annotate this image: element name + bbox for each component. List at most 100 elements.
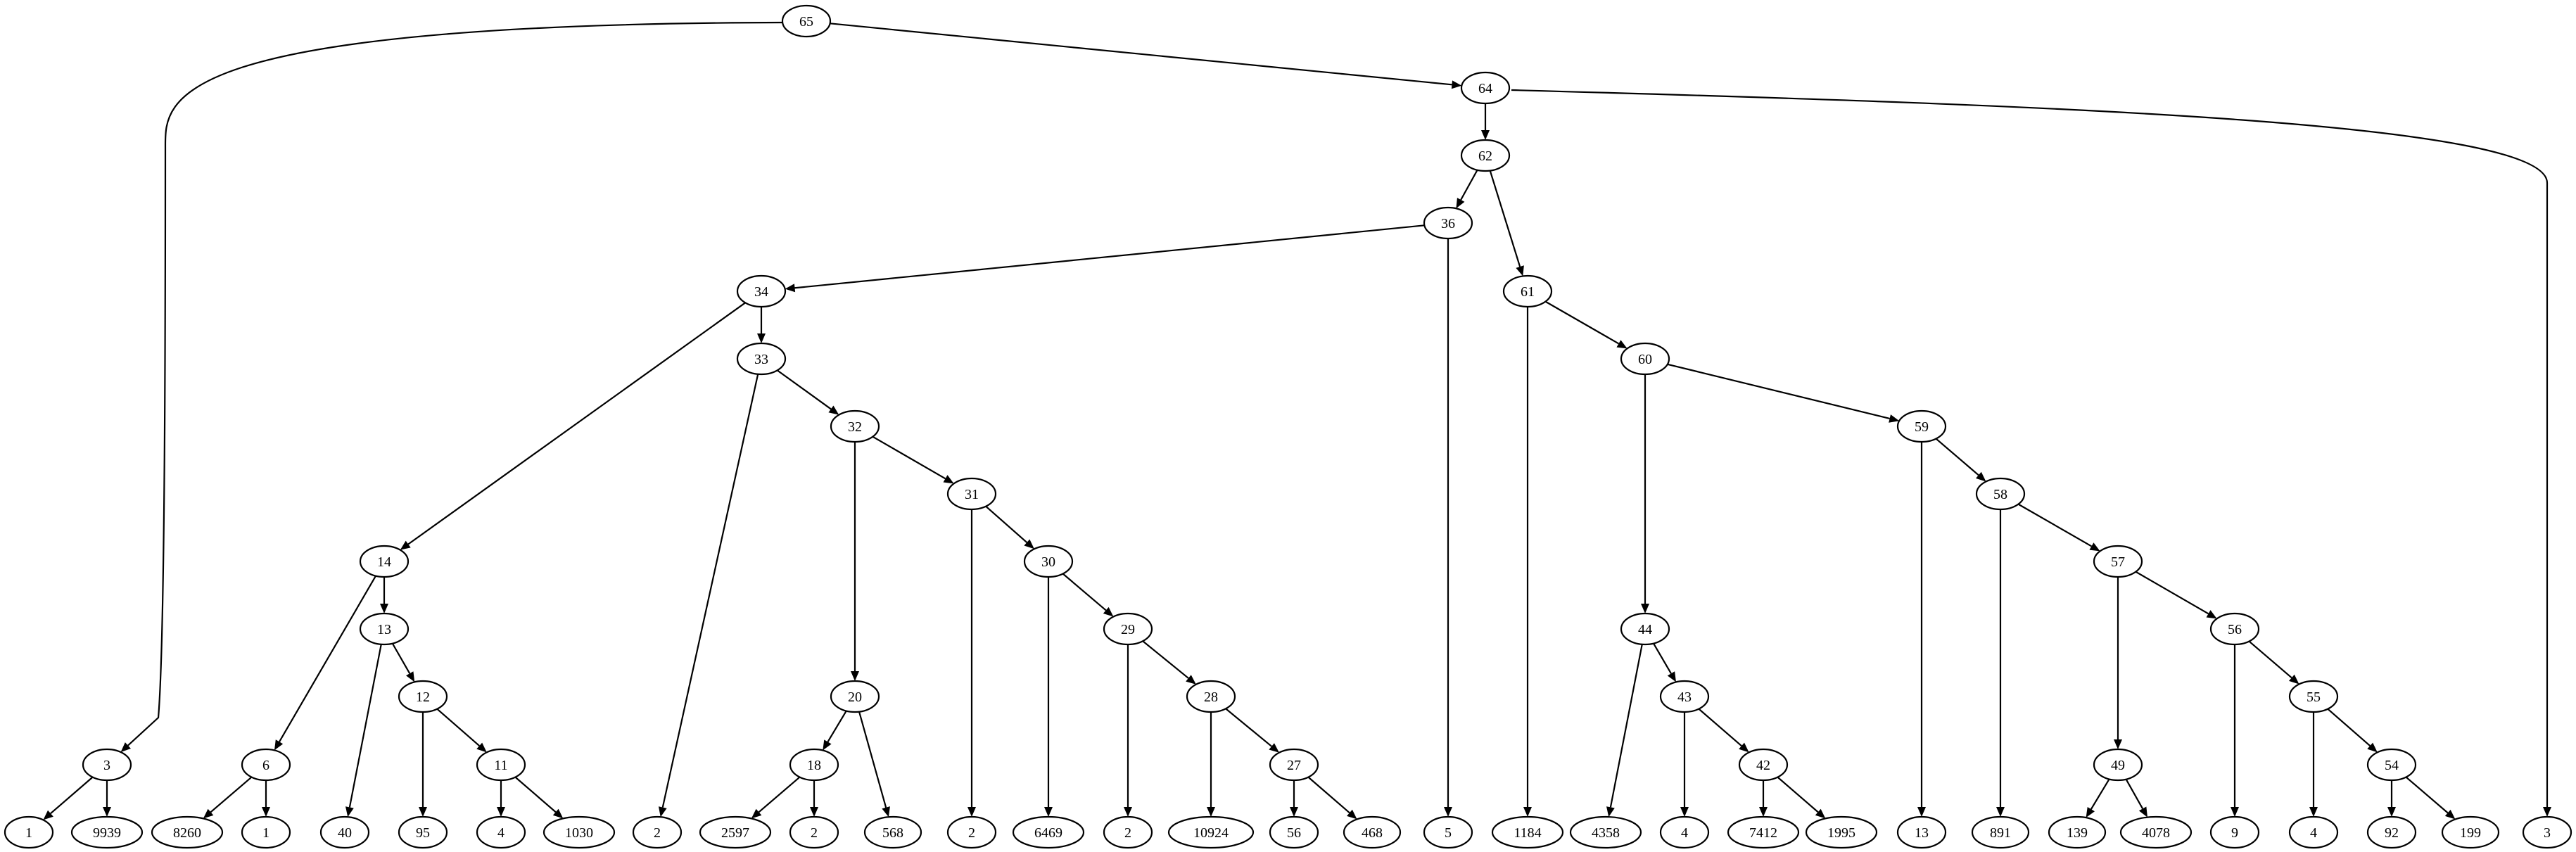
node-ellipse xyxy=(1569,815,1642,849)
edge-n57-to-n56 xyxy=(2135,571,2209,615)
tree-node: 7412 xyxy=(1727,815,1800,849)
edge-n20-to-n18-arrowhead xyxy=(823,739,832,751)
edge-n11-to-l1030 xyxy=(514,776,557,813)
node-ellipse xyxy=(1269,748,1319,782)
edge-n55-to-n54-arrowhead xyxy=(2367,742,2378,753)
node-label: 20 xyxy=(848,689,862,705)
edge-n20-to-l568-arrowhead xyxy=(882,806,890,818)
edge-n30-to-n29-arrowhead xyxy=(1103,606,1114,617)
edge-n11-to-l1030-arrowhead xyxy=(552,808,564,819)
node-label: 54 xyxy=(2385,758,2399,773)
node-ellipse xyxy=(2288,680,2339,713)
edge-n58-to-n57 xyxy=(2017,503,2092,547)
node-ellipse xyxy=(2209,815,2260,849)
tree-node: 2 xyxy=(632,815,683,849)
edge-n29-to-n28 xyxy=(1142,640,1189,679)
node-ellipse xyxy=(2288,815,2339,849)
edge-n56-to-n55 xyxy=(2248,640,2292,679)
edge-n60-to-n59-arrowhead xyxy=(1889,414,1900,423)
edge-n12-to-l95-arrowhead xyxy=(419,807,427,817)
edge-n36-to-n34-arrowhead xyxy=(785,284,796,293)
node-label: 55 xyxy=(2307,689,2321,705)
edge-n42-to-l1995-arrowhead xyxy=(1815,808,1826,819)
edge-n54-to-l199-arrowhead xyxy=(2444,809,2456,820)
node-label: 6469 xyxy=(1034,825,1062,841)
edge-n30-to-l6469-arrowhead xyxy=(1044,807,1053,817)
edge-n31-to-l2c-arrowhead xyxy=(967,807,976,817)
node-label: 13 xyxy=(1915,825,1929,841)
edge-n13-to-n12-arrowhead xyxy=(406,671,415,682)
node-label: 40 xyxy=(338,825,352,841)
edge-n33-to-n32 xyxy=(777,369,832,410)
node-label: 2 xyxy=(968,825,975,841)
edge-n65-to-n3a-arrowhead xyxy=(120,742,131,753)
node-label: 568 xyxy=(882,825,903,841)
edge-n59-to-n58 xyxy=(1935,438,1979,476)
edge-n59-to-l13-arrowhead xyxy=(1917,807,1926,817)
node-label: 95 xyxy=(416,825,430,841)
node-ellipse xyxy=(241,815,291,849)
node-ellipse xyxy=(319,815,370,849)
edge-n44-to-l4358 xyxy=(1609,644,1643,808)
tree-node: 2 xyxy=(946,815,997,849)
edge-n33-to-l2a-arrowhead xyxy=(658,806,667,818)
node-label: 891 xyxy=(1990,825,2011,841)
edge-n32-to-n31 xyxy=(872,435,946,480)
tree-node: 34 xyxy=(736,274,787,308)
edge-n49-to-l139-arrowhead xyxy=(2086,807,2095,818)
edge-n43-to-n42-arrowhead xyxy=(1739,742,1749,753)
node-label: 6 xyxy=(262,758,269,773)
edge-n12-to-n11-arrowhead xyxy=(476,742,487,753)
edge-n6-to-l1b-arrowhead xyxy=(262,807,270,817)
tree-node: 891 xyxy=(1971,815,2030,849)
edge-n57-to-n56-arrowhead xyxy=(2206,610,2217,619)
node-ellipse xyxy=(1343,815,1402,849)
node-label: 10924 xyxy=(1193,825,1229,841)
tree-node: 1184 xyxy=(1491,815,1564,849)
node-ellipse xyxy=(70,815,144,849)
node-ellipse xyxy=(1975,477,2026,511)
node-label: 49 xyxy=(2111,758,2125,773)
node-ellipse xyxy=(1620,342,1670,376)
tree-node: 31 xyxy=(946,477,997,511)
node-label: 139 xyxy=(2067,825,2088,841)
node-ellipse xyxy=(946,815,997,849)
tree-node: 49 xyxy=(2093,748,2143,782)
node-ellipse xyxy=(789,748,839,782)
node-label: 3 xyxy=(2544,825,2551,841)
node-label: 2597 xyxy=(721,825,749,841)
tree-node: 62 xyxy=(1460,139,1511,172)
tree-node: 1030 xyxy=(543,815,616,849)
edge-n20-to-n18 xyxy=(827,710,847,743)
node-ellipse xyxy=(2093,545,2143,578)
edge-n29-to-n28-arrowhead xyxy=(1186,675,1196,685)
node-ellipse xyxy=(1727,815,1800,849)
tree-node: 568 xyxy=(863,815,922,849)
tree-node: 5 xyxy=(1423,815,1473,849)
edge-n55-to-l4c-arrowhead xyxy=(2309,807,2318,817)
node-ellipse xyxy=(1502,274,1553,308)
tree-node: 18 xyxy=(789,748,839,782)
node-label: 28 xyxy=(1204,689,1218,705)
tree-node: 9 xyxy=(2209,815,2260,849)
tree-node: 1 xyxy=(4,815,54,849)
node-label: 2 xyxy=(654,825,661,841)
edge-n34-to-n14-arrowhead xyxy=(400,540,411,550)
tree-node: 6 xyxy=(241,748,291,782)
tree-node: 4078 xyxy=(2119,815,2193,849)
tree-node: 36 xyxy=(1423,206,1473,240)
edge-n65-to-n64-arrowhead xyxy=(1451,80,1462,89)
tree-node: 61 xyxy=(1502,274,1553,308)
node-ellipse xyxy=(1620,612,1670,646)
arrowheads-layer xyxy=(43,80,2551,820)
edge-n14-to-n13-arrowhead xyxy=(380,604,388,613)
node-ellipse xyxy=(1738,748,1789,782)
tree-node: 139 xyxy=(2048,815,2107,849)
edge-n18-to-l2b-arrowhead xyxy=(810,807,818,817)
node-label: 33 xyxy=(754,352,768,367)
edge-n60-to-n59 xyxy=(1667,363,1890,419)
tree-node: 11 xyxy=(476,748,526,782)
node-label: 13 xyxy=(377,622,391,637)
tree-node: 56 xyxy=(2209,612,2260,646)
node-ellipse xyxy=(2093,748,2143,782)
